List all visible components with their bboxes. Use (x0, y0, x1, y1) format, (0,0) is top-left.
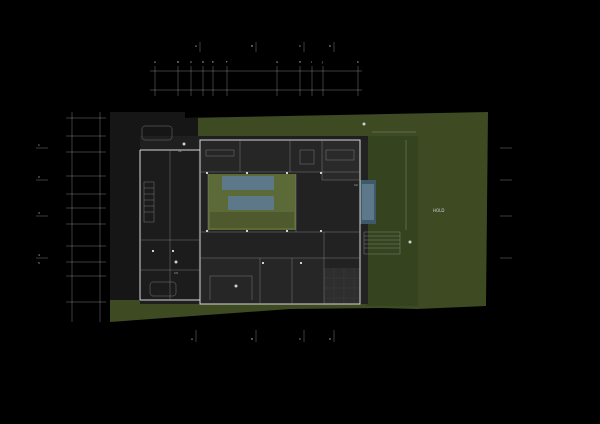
svg-text:B: B (177, 60, 179, 64)
top-dimension-lines (150, 66, 362, 96)
terrace-grid (324, 268, 360, 304)
svg-text:1: 1 (38, 143, 40, 147)
west-wing (140, 150, 198, 300)
svg-text:C: C (299, 44, 301, 48)
svg-text:4: 4 (38, 253, 40, 257)
right-section-markers (500, 147, 512, 259)
column-grid-labels: A B C D E F G H I J K (154, 60, 360, 64)
svg-text:G: G (276, 60, 279, 64)
interior-walls (140, 140, 360, 304)
svg-text:C: C (190, 60, 192, 64)
room-number-2: 12 (354, 183, 358, 187)
svg-text:K: K (357, 60, 360, 64)
svg-text:2: 2 (38, 175, 40, 179)
svg-text:F: F (226, 60, 228, 64)
courtyard-pool-north (222, 176, 274, 190)
covered-terrace (324, 268, 360, 304)
parking-car (141, 125, 173, 141)
svg-text:C: C (299, 337, 301, 341)
structural-columns (152, 172, 322, 264)
svg-text:3: 3 (38, 211, 40, 215)
svg-text:H: H (299, 60, 301, 64)
deck-dimension (372, 131, 416, 230)
top-section-markers: A B C D (195, 42, 335, 52)
svg-text:D: D (202, 60, 205, 64)
svg-text:E: E (212, 60, 214, 64)
svg-text:A: A (154, 60, 157, 64)
svg-text:D: D (329, 44, 332, 48)
bottom-section-markers: A B C D (191, 330, 335, 342)
left-section-markers: 1 2 3 4 5 (36, 143, 48, 265)
room-number-3: 13 (174, 271, 178, 275)
exterior-stairs (363, 231, 401, 255)
svg-text:B: B (251, 337, 253, 341)
svg-text:I: I (311, 60, 312, 64)
svg-text:A: A (191, 337, 194, 341)
svg-text:B: B (251, 44, 253, 48)
level-markers (174, 122, 412, 288)
svg-text:5: 5 (38, 261, 40, 265)
left-dimension-lines (66, 112, 106, 322)
south-wing (200, 258, 324, 304)
courtyard-pool-south (228, 196, 274, 210)
courtyard-terrace (210, 212, 294, 228)
exterior-walls (139, 139, 361, 305)
interior-stairs (143, 181, 155, 223)
svg-text:D: D (329, 337, 332, 341)
svg-text:A: A (195, 44, 198, 48)
svg-text:J: J (321, 60, 323, 64)
hold-label: HOLD (433, 208, 444, 213)
garage-car (149, 281, 177, 297)
room-number-1: 11 (178, 149, 182, 153)
kitchen-counters (205, 149, 355, 165)
